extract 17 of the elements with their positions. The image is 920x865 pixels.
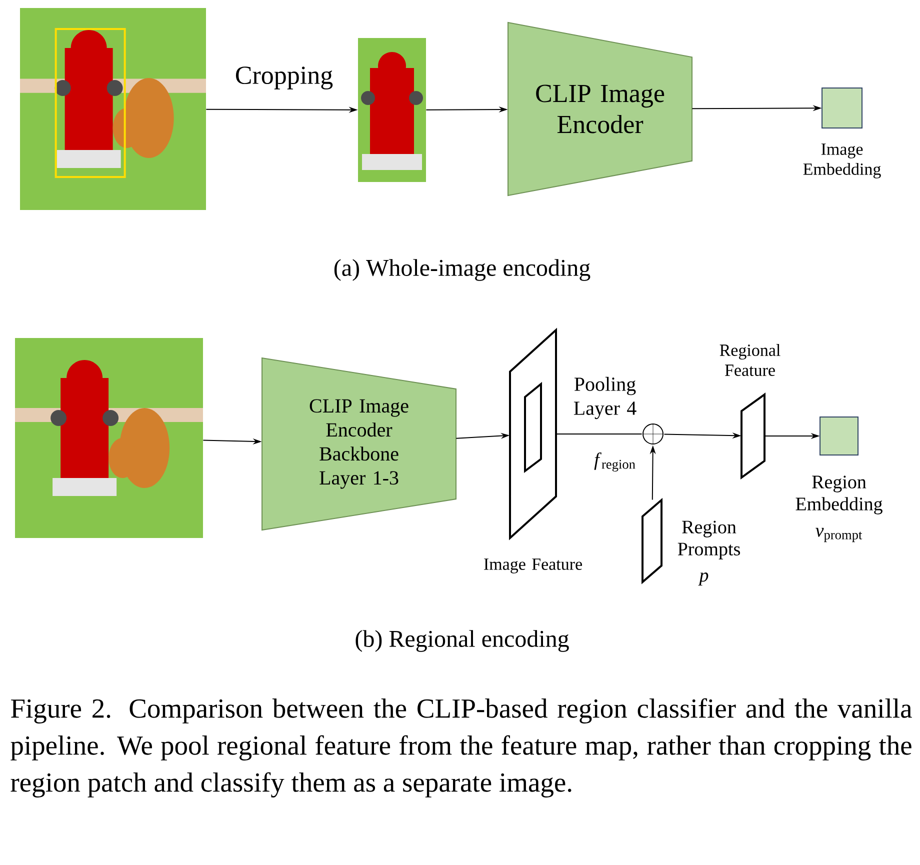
sum-symbol [642, 424, 664, 444]
photo [15, 338, 203, 538]
node-label: Region Prompts [678, 520, 740, 560]
node-label: v$_{prompt}$ [816, 528, 862, 542]
node-label: Image Embedding [803, 144, 881, 178]
node-label: Region Embedding [796, 476, 882, 514]
figure-caption: Figure 2. Comparison between the CLIP-based region classifier and the vanilla pipeline. We pool regional feature from the feature map, rather than cropping the region patch and classify them as a separate image. [10, 698, 912, 798]
photo [20, 8, 206, 210]
node-label: Regional Feature [720, 344, 780, 376]
photo [358, 38, 426, 182]
node-label: p [698, 572, 708, 586]
edge-label: Pooling Layer 4 [574, 376, 636, 420]
subfigure-caption: (a) Whole-image encoding [334, 259, 590, 281]
edge-label: Cropping [236, 66, 333, 90]
formula-label: f$_{region}$ [594, 452, 636, 472]
node-label: Image Feature [484, 558, 582, 574]
subfigure-caption: (b) Regional encoding [356, 630, 569, 652]
